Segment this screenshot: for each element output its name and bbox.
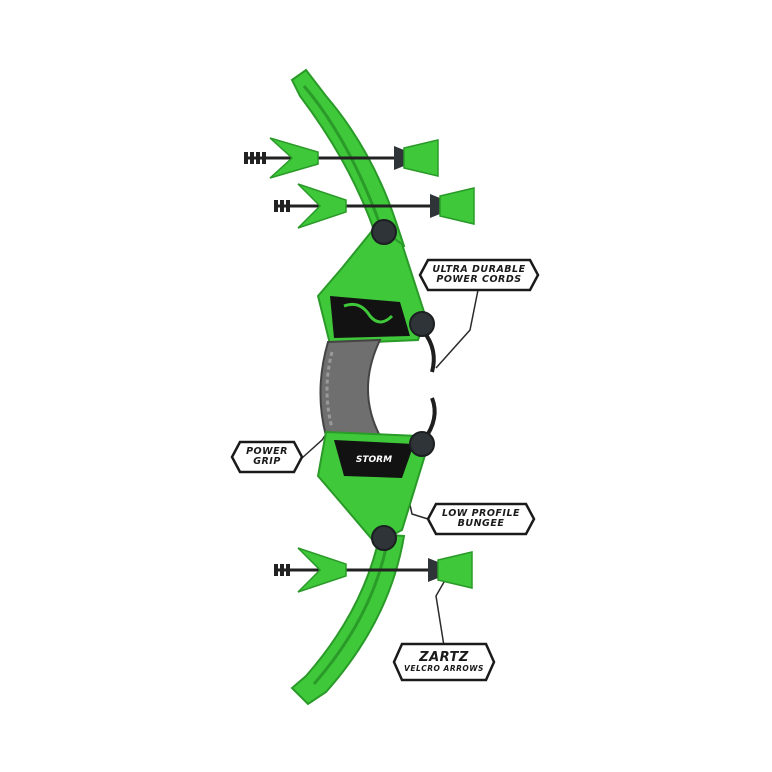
callout-bungee-line2: BUNGEE — [457, 518, 505, 529]
callout-arrows-line2: VELCRO ARROWS — [404, 663, 484, 673]
callout-cords-line1: ULTRA DURABLE — [432, 264, 526, 276]
badge-arrows — [392, 642, 496, 682]
zartz-arrow-3 — [274, 547, 473, 593]
badge-cords — [418, 258, 540, 292]
callout-bungee-line1: LOW PROFILE — [442, 508, 520, 520]
callout-grip-line2: GRIP — [253, 456, 281, 467]
zartz-arrow-1 — [244, 137, 439, 179]
callout-grip-line1: POWER — [246, 446, 288, 458]
callout-ultra-durable-power-cords: ULTRA DURABLE POWER CORDS — [420, 260, 538, 290]
bow-joints — [371, 219, 435, 551]
leader-cords — [435, 289, 479, 369]
badge-grip — [230, 440, 304, 474]
zartz-arrow-2 — [274, 183, 475, 229]
grip-logo-text: STORM — [356, 455, 392, 465]
callout-low-profile-bungee: LOW PROFILE BUNGEE — [428, 504, 534, 534]
bow-string — [422, 330, 437, 442]
callout-zartz-velcro-arrows: ZARTZ VELCRO ARROWS — [394, 644, 494, 680]
callout-cords-line2: POWER CORDS — [436, 274, 522, 285]
callout-arrows-line1: ZARTZ — [419, 650, 469, 666]
callout-badges — [230, 258, 540, 682]
badge-bungee — [426, 502, 536, 536]
lower-decal — [334, 440, 414, 478]
callout-power-grip: POWER GRIP — [232, 442, 302, 472]
bow-bottom-limb — [290, 532, 406, 706]
